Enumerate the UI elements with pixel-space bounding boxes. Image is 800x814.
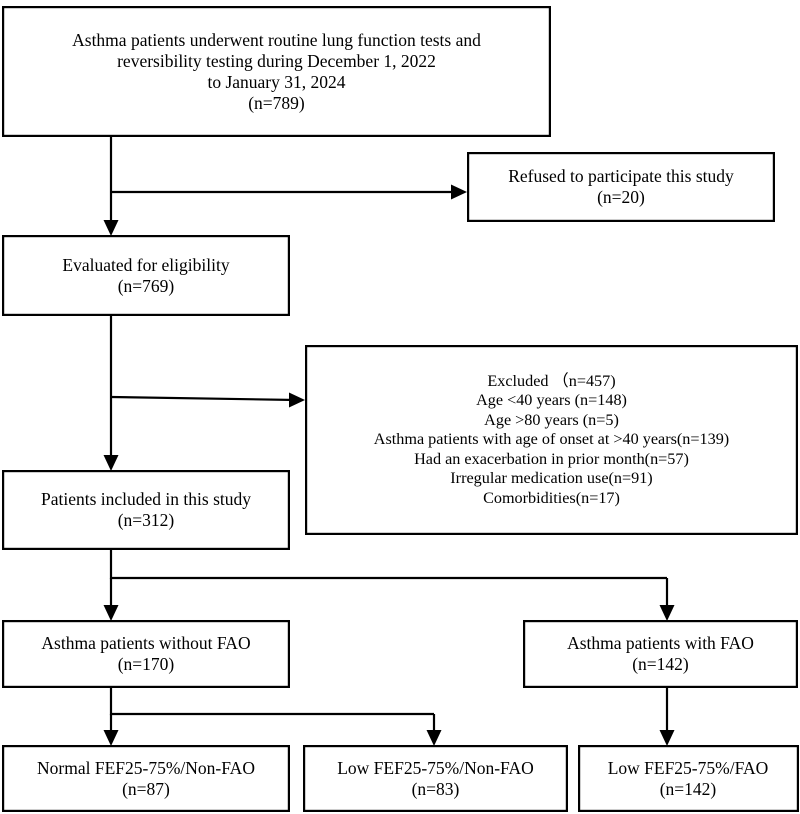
arrowhead-with-fao: [659, 605, 675, 621]
arrowhead-normal-fef: [103, 730, 119, 746]
connector-included-split-bar: [109, 550, 667, 580]
arrowhead-eligibility: [103, 220, 119, 236]
enrollment-box-outline[interactable]: [1, 5, 551, 138]
refused-box-outline[interactable]: [467, 152, 775, 223]
asthma-without-fao-box-outline[interactable]: [1, 619, 290, 688]
low-fef-non-fao-box-outline[interactable]: [303, 744, 568, 812]
low-fef-fao-box-outline[interactable]: [577, 744, 799, 812]
connector-without-fao-split-bar: [109, 687, 434, 716]
arrowhead-excluded: [289, 392, 305, 408]
eligibility-box-outline[interactable]: [1, 235, 290, 317]
arrowhead-without-fao: [103, 605, 119, 621]
box-outlines: [1, 5, 799, 812]
excluded-box-outline[interactable]: [305, 345, 798, 536]
asthma-with-fao-box-outline[interactable]: [522, 619, 798, 688]
arrowhead-low-fef-non-fao: [426, 730, 442, 746]
connector-eligibility-to-excluded: [110, 395, 297, 402]
arrowhead-included: [103, 455, 119, 471]
included-box-outline[interactable]: [1, 470, 290, 551]
arrowhead-low-fef-fao: [659, 730, 675, 746]
arrowhead-refused: [451, 184, 467, 200]
connectors: [103, 137, 675, 746]
normal-fef-non-fao-box-outline[interactable]: [1, 744, 290, 812]
